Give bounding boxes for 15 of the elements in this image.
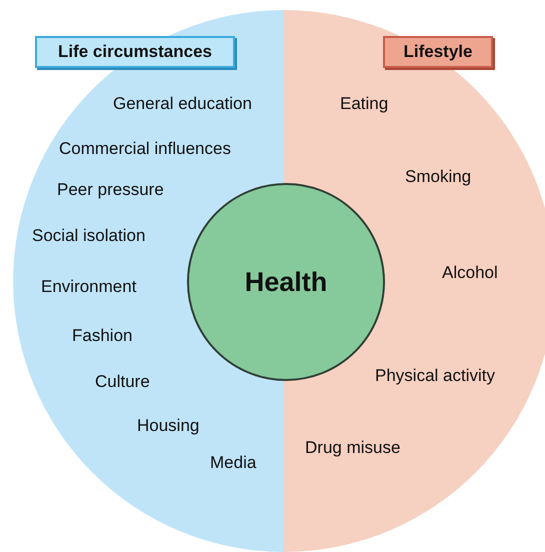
factor-label: Peer pressure bbox=[57, 180, 164, 200]
factor-label: Alcohol bbox=[442, 263, 498, 283]
factor-label: Eating bbox=[340, 94, 388, 114]
factor-label: General education bbox=[113, 94, 252, 114]
factor-label: Social isolation bbox=[32, 226, 146, 246]
factor-label: Commercial influences bbox=[59, 139, 231, 159]
factor-label: Environment bbox=[41, 277, 136, 297]
heading-box: Lifestyle bbox=[383, 36, 493, 68]
factor-label: Housing bbox=[137, 416, 200, 436]
factor-label: Culture bbox=[95, 372, 150, 392]
factor-label: Smoking bbox=[405, 167, 472, 187]
factor-label: Fashion bbox=[72, 326, 132, 346]
factor-label: Drug misuse bbox=[305, 438, 400, 458]
heading-box: Life circumstances bbox=[35, 36, 235, 68]
factor-label: Media bbox=[210, 453, 256, 473]
